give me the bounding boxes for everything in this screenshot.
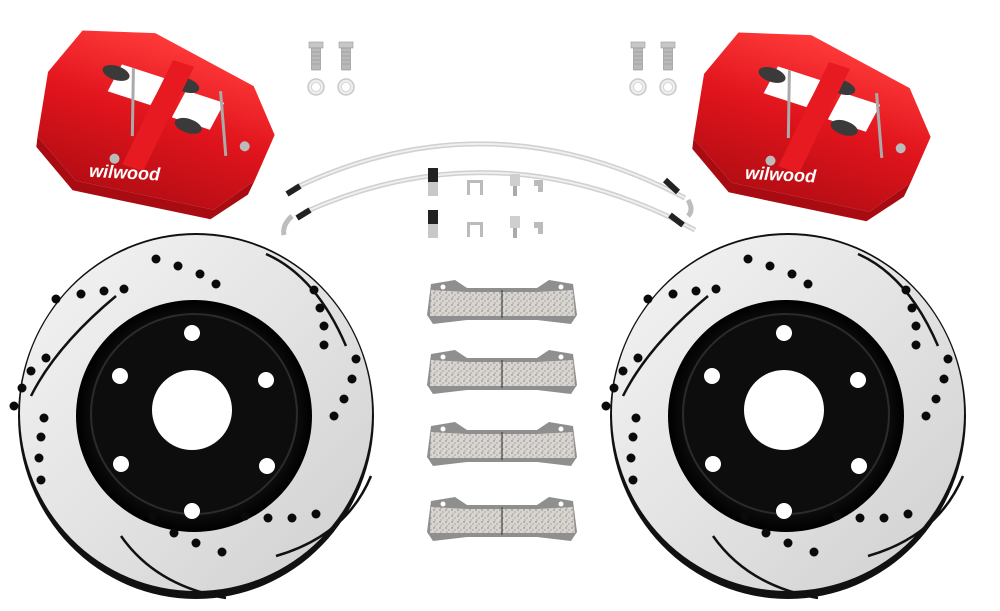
caliper-brand-text-left: wilwood bbox=[89, 161, 162, 185]
caliper-left: wilwood bbox=[14, 3, 295, 246]
fittings bbox=[428, 168, 543, 238]
brake-lines bbox=[281, 141, 697, 236]
bolts-right bbox=[629, 41, 677, 96]
caliper-brand-text-right: wilwood bbox=[745, 163, 818, 187]
rotor-left bbox=[8, 231, 376, 601]
caliper-right: wilwood bbox=[670, 5, 951, 248]
bolts-left bbox=[307, 41, 355, 96]
rotor-right bbox=[600, 231, 968, 601]
brake-pads bbox=[426, 279, 578, 542]
